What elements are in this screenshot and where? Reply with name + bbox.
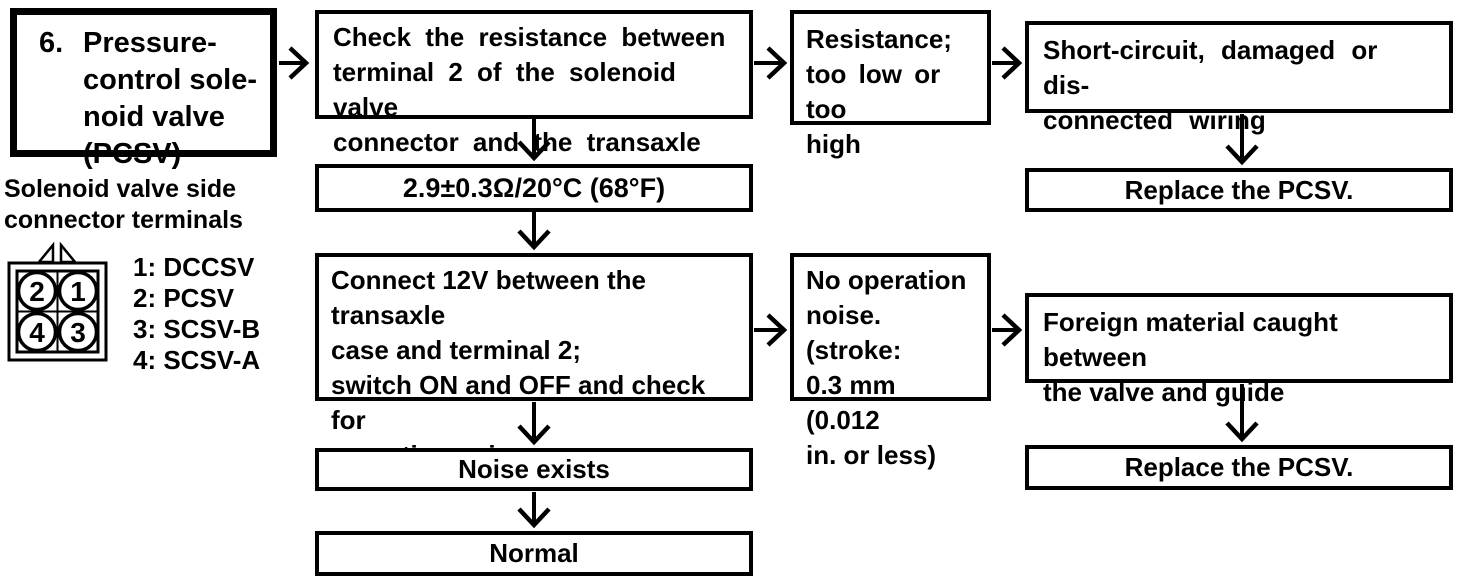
- legend-item-dccsv: 1: DCCSV: [133, 252, 255, 282]
- connector-terminal-diagram: 2 1 4 3: [7, 242, 108, 362]
- terminal-1-label: 1: [70, 276, 86, 307]
- legend-item-pcsv: 2: PCSV: [133, 283, 235, 313]
- legend-item-scsv-a: 4: SCSV-A: [133, 345, 261, 375]
- terminal-1-pin: [57, 270, 99, 312]
- legend-item-scsv-b: 3: SCSV-B: [133, 314, 261, 344]
- connect-12v-text: Connect 12V between the transaxle case a…: [331, 265, 706, 470]
- terminal-3-pin: [57, 311, 99, 353]
- wiring-fault-box: Short-circuit, damaged or dis- connected…: [1025, 21, 1453, 135]
- resistance-spec-text: 2.9±0.3Ω/20°C (68°F): [402, 172, 666, 203]
- replace-pcsv-top-text: Replace the PCSV.: [1124, 174, 1354, 205]
- normal-text: Normal: [489, 538, 579, 568]
- terminal-2-label: 2: [29, 276, 45, 307]
- resistance-abnormal-text: Resistance; too low or too high: [806, 24, 952, 159]
- no-operation-noise-text: No operation noise. (stroke: 0.3 mm (0.0…: [806, 265, 967, 470]
- terminal-4-label: 4: [29, 317, 45, 348]
- normal-box: Normal: [315, 531, 753, 576]
- resistance-spec-box: 2.9±0.3Ω/20°C (68°F): [315, 164, 753, 212]
- connector-legend: 1: DCCSV 2: PCSV 3: SCSV-B 4: SCSV-A: [133, 252, 260, 376]
- connector-tab-left-icon: [36, 242, 55, 264]
- terminal-2-pin: [16, 270, 58, 312]
- replace-pcsv-bottom-box: Replace the PCSV.: [1025, 445, 1453, 490]
- check-resistance-box: Check the resistance between terminal 2 …: [315, 10, 753, 192]
- connect-12v-box: Connect 12V between the transaxle case a…: [315, 253, 753, 470]
- wiring-fault-text: Short-circuit, damaged or dis- connected…: [1043, 35, 1378, 135]
- foreign-material-box: Foreign material caught between the valv…: [1025, 293, 1453, 407]
- no-operation-noise-box: No operation noise. (stroke: 0.3 mm (0.0…: [790, 253, 991, 470]
- noise-exists-text: Noise exists: [458, 454, 610, 484]
- noise-exists-box: Noise exists: [315, 448, 753, 491]
- resistance-abnormal-box: Resistance; too low or too high: [790, 10, 991, 159]
- connector-tab-right-icon: [59, 242, 78, 264]
- terminal-4-pin: [16, 311, 58, 353]
- replace-pcsv-top-box: Replace the PCSV.: [1025, 168, 1453, 212]
- connector-caption: Solenoid valve side connector terminals: [4, 175, 243, 234]
- replace-pcsv-bottom-text: Replace the PCSV.: [1124, 452, 1354, 482]
- step-title: Pressure- control sole- noid valve (PCSV…: [83, 27, 258, 170]
- check-resistance-text: Check the resistance between terminal 2 …: [333, 22, 726, 192]
- step-number: 6.: [39, 27, 64, 59]
- foreign-material-text: Foreign material caught between the valv…: [1043, 307, 1338, 407]
- step-title-box: 6. Pressure- control sole- noid valve (P…: [10, 8, 277, 170]
- terminal-3-label: 3: [70, 317, 86, 348]
